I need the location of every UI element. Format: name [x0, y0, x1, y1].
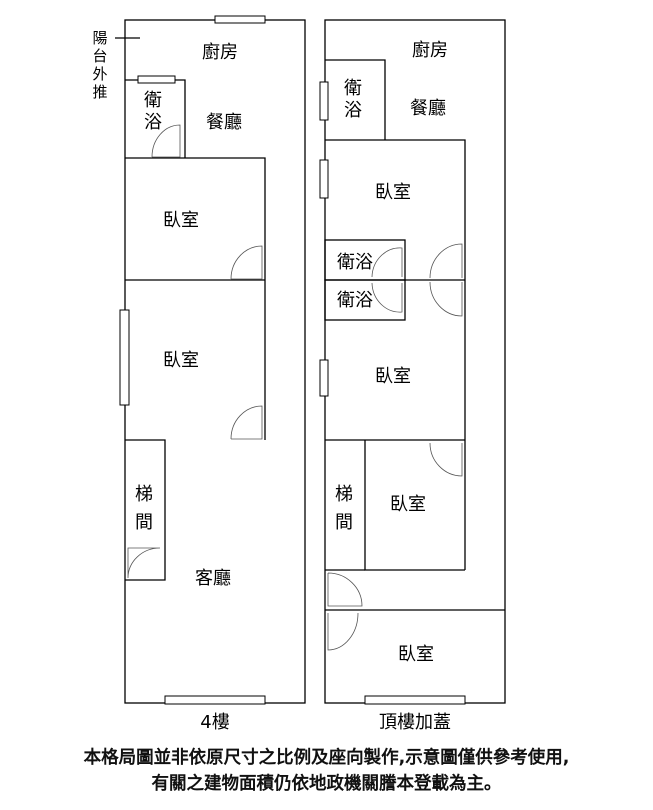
door-arc: [371, 282, 403, 313]
room-label-bedroom: 臥室: [163, 350, 199, 371]
bedroom-wall: [325, 139, 466, 570]
door-arc: [230, 405, 263, 440]
room-label-bedroom: 臥室: [375, 182, 411, 203]
window: [119, 309, 130, 406]
balcony-note: 陽台外推: [92, 29, 108, 101]
window: [319, 81, 329, 121]
stair-wall: [125, 439, 166, 581]
window: [319, 159, 329, 199]
door-arc: [327, 572, 363, 607]
room-label-bedroom: 臥室: [398, 644, 434, 665]
door-arc: [371, 247, 403, 278]
door-arc: [151, 124, 181, 158]
room-label-bedroom: 臥室: [163, 210, 199, 231]
caption-roof: 頂樓加蓋: [379, 712, 451, 733]
room-label-kitchen: 廚房: [412, 39, 448, 61]
room-label-kitchen: 廚房: [202, 41, 238, 63]
window: [364, 695, 466, 705]
plan-roof: 廚房 衛浴 餐廳 臥室 衛浴 衛浴 臥室 梯間 臥室 臥室: [319, 19, 506, 705]
disclaimer-line-1: 本格局圖並非依原尺寸之比例及座向製作,示意圖僅供參考使用,: [83, 748, 570, 768]
door-arc: [429, 442, 463, 477]
door-arc: [327, 612, 359, 651]
bathroom-wall: [324, 279, 406, 321]
room-label-bedroom: 臥室: [375, 366, 411, 387]
room-label-stairs: 梯間: [135, 484, 153, 533]
door-arc: [230, 245, 263, 280]
room-label-bathroom: 衛浴: [144, 90, 162, 133]
room-label-bedroom: 臥室: [390, 494, 426, 515]
outer-wall-roof: [324, 19, 506, 704]
door-arc: [429, 243, 463, 279]
disclaimer-line-2: 有關之建物面積仍依地政機關謄本登載為主。: [151, 774, 502, 794]
bedroom-wall: [125, 157, 266, 440]
room-label-bathroom: 衛浴: [337, 252, 373, 273]
room-label-dining: 餐廳: [410, 98, 446, 119]
window: [319, 359, 329, 397]
window: [214, 15, 266, 24]
room-label-dining: 餐廳: [206, 112, 242, 133]
plan-4f: 廚房 衛浴 餐廳 臥室 臥室 梯間 客廳: [115, 15, 306, 705]
room-label-stairs: 梯間: [335, 484, 353, 533]
door-arc: [429, 281, 463, 317]
room-label-living: 客廳: [195, 568, 231, 589]
window: [137, 75, 176, 84]
caption-4f: 4樓: [200, 712, 230, 733]
door-arc: [127, 547, 161, 579]
room-label-bathroom: 衛浴: [337, 290, 373, 311]
window: [164, 695, 266, 705]
room-label-bathroom: 衛浴: [344, 78, 362, 121]
bathroom-wall: [325, 59, 386, 140]
